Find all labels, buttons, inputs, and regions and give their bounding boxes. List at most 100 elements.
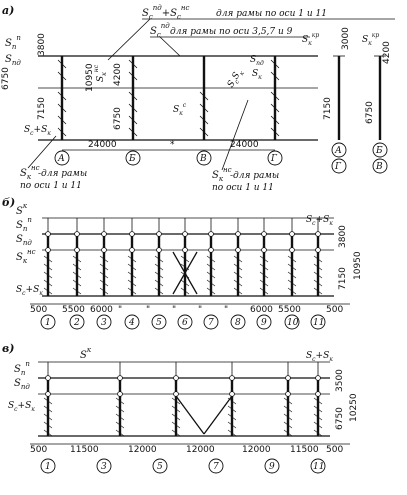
axis-label-c: 1 xyxy=(45,462,51,472)
hatch-c xyxy=(227,413,237,421)
dim-b-7150: 7150 xyxy=(338,267,348,290)
hatch-b xyxy=(233,287,243,295)
hatch-b xyxy=(154,255,164,263)
axis-circle-b xyxy=(256,314,272,330)
hatch-b xyxy=(99,279,109,287)
hatch-c xyxy=(227,405,237,413)
panel-b: б) Sк Sпп Sпд Sкнс Sс+Sк Sс+Sк 3800 7150… xyxy=(2,196,363,330)
joint-b xyxy=(182,231,188,237)
hatch-b xyxy=(313,287,323,295)
right-note: Sкнс -для рамы по оси 1 и 11 xyxy=(212,99,279,193)
joint-c xyxy=(285,375,291,381)
joint-c xyxy=(45,391,51,397)
dim-b-6: " xyxy=(198,305,202,315)
axis-label-b: 2 xyxy=(73,318,80,328)
panel-a: а) Sпп Sпд xyxy=(1,4,395,193)
dim-10950: 10950 xyxy=(85,63,95,92)
label-sk-c-top: Sк xyxy=(80,346,92,361)
dim-24000-a: 24000 xyxy=(88,140,117,150)
hatch-b xyxy=(154,279,164,287)
dim-c-3: 12000 xyxy=(186,445,215,455)
hatch-b xyxy=(259,279,269,287)
label-scsk-c: SсSк xyxy=(226,67,246,90)
svg-text:Г: Г xyxy=(334,162,342,172)
svg-text:Sспд: Sспд xyxy=(150,22,170,39)
hatch-c xyxy=(43,421,53,429)
dim-c-1: 11500 xyxy=(70,445,99,455)
hatch-b xyxy=(206,287,216,295)
side-frame-bv: Sккр 4200 6750 Б В xyxy=(362,32,392,174)
svg-text:Б: Б xyxy=(128,154,136,164)
panel-b-tag: б) xyxy=(2,196,15,209)
joint-c xyxy=(117,375,123,381)
hatch-b xyxy=(127,279,137,287)
axis-circle-c xyxy=(152,458,168,474)
dim-3800: 3800 xyxy=(37,33,47,56)
svg-text:В: В xyxy=(375,162,383,172)
label-sk-c: Sкс xyxy=(173,102,187,117)
axis-circle-b xyxy=(284,314,300,330)
dim-b-2: 6000 xyxy=(90,305,113,315)
axis-label-b: 1 xyxy=(45,318,51,328)
joint-b xyxy=(289,247,295,253)
hatch-c xyxy=(115,405,125,413)
hatch-b xyxy=(127,263,137,271)
joint-b xyxy=(235,231,241,237)
brace-b-2 xyxy=(172,251,198,295)
hatch-b xyxy=(99,271,109,279)
hatch-c xyxy=(43,413,53,421)
hatch-c xyxy=(283,421,293,429)
hatch-c xyxy=(313,405,323,413)
hatch-b xyxy=(72,287,82,295)
svg-text:А: А xyxy=(334,146,342,156)
brace-c-1 xyxy=(175,395,205,435)
axis-circle-c xyxy=(310,458,326,474)
dim-24000-b: 24000 xyxy=(230,140,259,150)
dim-b-1: 5500 xyxy=(62,305,85,315)
axis-label-c: 9 xyxy=(269,462,275,472)
dim-b-3: " xyxy=(118,305,122,315)
hatch-b xyxy=(313,255,323,263)
svg-text:6750: 6750 xyxy=(365,101,375,124)
axis-label-b: 7 xyxy=(208,318,214,328)
hatch-b xyxy=(99,255,109,263)
svg-text:Б: Б xyxy=(375,146,383,156)
hatch-c xyxy=(115,429,125,437)
hatch-c xyxy=(313,413,323,421)
axis-circle-b xyxy=(177,314,193,330)
axis-label-b: 5 xyxy=(156,318,162,328)
hatch-b xyxy=(287,263,297,271)
axis-circle-b xyxy=(151,314,167,330)
label-scsk-b-top: Sс+Sк xyxy=(306,215,333,227)
dim-b-10: 500 xyxy=(326,305,343,315)
hatch-c xyxy=(115,397,125,405)
dim-6750: 6750 xyxy=(1,67,11,90)
dim-c-5: 11500 xyxy=(290,445,319,455)
dim-c-10250: 10250 xyxy=(349,393,359,422)
svg-text:Sкнс: Sкнс xyxy=(212,166,232,183)
svg-text:по оси 1 и 11: по оси 1 и 11 xyxy=(20,181,82,191)
svg-text:Sккр: Sккр xyxy=(302,32,319,47)
svg-text:А: А xyxy=(57,154,65,164)
hatch-c xyxy=(227,429,237,437)
svg-text:для рамы по оси 1 и 11: для рамы по оси 1 и 11 xyxy=(216,9,327,19)
hatch-b xyxy=(287,271,297,279)
svg-text:по оси 1 и 11: по оси 1 и 11 xyxy=(212,183,274,193)
column-a xyxy=(57,56,67,140)
hatch-b xyxy=(72,279,82,287)
panel-c-tag: в) xyxy=(2,342,14,355)
svg-text:-для рамы: -для рамы xyxy=(38,169,87,179)
joint-b xyxy=(74,247,80,253)
axis-circle-b xyxy=(69,314,85,330)
dim-c-4: 12000 xyxy=(242,445,271,455)
hatch-c xyxy=(171,429,181,437)
hatch-c xyxy=(171,397,181,405)
joint-c xyxy=(117,391,123,397)
side-frame-ag: Sккр 3000 7150 А Г xyxy=(302,27,351,174)
joint-b xyxy=(261,247,267,253)
joint-b xyxy=(315,231,321,237)
hatch-c xyxy=(283,397,293,405)
hatch-c xyxy=(283,413,293,421)
svg-text:Г: Г xyxy=(270,154,278,164)
